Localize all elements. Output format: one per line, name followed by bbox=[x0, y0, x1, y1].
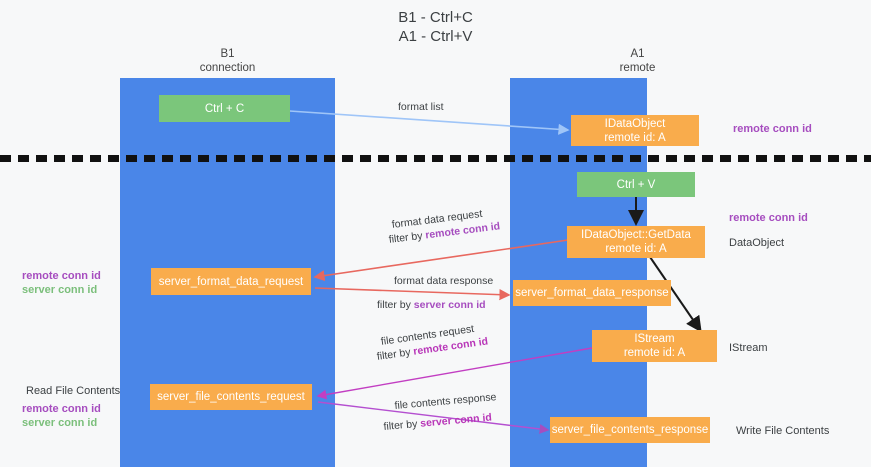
annot-istream-text: IStream bbox=[729, 342, 768, 354]
filter-prefix-2: filter by bbox=[377, 299, 414, 311]
node-server-format-data-response-label: server_format_data_response bbox=[515, 287, 669, 299]
node-idataobject[interactable]: IDataObject remote id: A bbox=[571, 115, 699, 146]
annot-istream: IStream bbox=[729, 341, 768, 355]
filter-key-server-conn-id: server conn id bbox=[413, 299, 486, 311]
annot-left-remote-conn-id-2: remote conn id bbox=[22, 403, 101, 415]
node-server-file-contents-request-label: server_file_contents_request bbox=[157, 391, 305, 403]
annot-write-file-contents: Write File Contents bbox=[736, 424, 829, 438]
annot-read-file-contents: Read File Contents bbox=[26, 384, 120, 398]
title-line-2: A1 - Ctrl+V bbox=[398, 28, 473, 45]
annot-remote-conn-id-mid: remote conn id bbox=[729, 211, 808, 225]
lane-header-a1-name: A1 bbox=[630, 48, 645, 60]
edge-label-format-data-response: format data response bbox=[394, 275, 494, 287]
filter-prefix-4: filter by bbox=[383, 417, 421, 433]
node-server-format-data-request[interactable]: server_format_data_request bbox=[151, 268, 311, 295]
annot-remote-conn-id-top: remote conn id bbox=[733, 122, 812, 136]
node-ctrl-c-label: Ctrl + C bbox=[204, 102, 245, 115]
annot-left-conn-ids: remote conn id server conn id bbox=[22, 269, 101, 297]
node-server-file-contents-request[interactable]: server_file_contents_request bbox=[150, 384, 312, 410]
lane-header-b1-name: B1 bbox=[220, 48, 235, 60]
node-istream[interactable]: IStream remote id: A bbox=[592, 330, 717, 362]
node-server-file-contents-response[interactable]: server_file_contents_response bbox=[550, 417, 710, 443]
annot-write-file-contents-text: Write File Contents bbox=[736, 425, 830, 437]
annot-left-server-conn-id-2: server conn id bbox=[22, 417, 98, 429]
lane-header-b1: B1 connection bbox=[150, 47, 305, 75]
annot-dataobject-text: DataObject bbox=[729, 237, 785, 249]
title-line-1: B1 - Ctrl+C bbox=[398, 9, 473, 26]
node-istream-title: IStream bbox=[634, 333, 675, 345]
node-ctrl-v-label: Ctrl + V bbox=[616, 178, 656, 191]
node-server-file-contents-response-label: server_file_contents_response bbox=[551, 424, 709, 436]
node-ctrl-v[interactable]: Ctrl + V bbox=[577, 172, 695, 197]
page-title: B1 - Ctrl+C A1 - Ctrl+V bbox=[0, 8, 871, 46]
node-getdata-subtitle: remote id: A bbox=[605, 243, 667, 255]
node-getdata-title: IDataObject::GetData bbox=[581, 229, 691, 241]
annot-left-server-conn-id: server conn id bbox=[22, 284, 98, 296]
lane-header-b1-sub: connection bbox=[199, 62, 256, 74]
annot-left-conn-ids-2: remote conn id server conn id bbox=[22, 402, 101, 430]
node-idataobject-subtitle: remote id: A bbox=[604, 131, 666, 144]
node-idataobject-getdata[interactable]: IDataObject::GetData remote id: A bbox=[567, 226, 705, 258]
lane-header-a1-sub: remote bbox=[619, 62, 656, 74]
node-server-format-data-request-label: server_format_data_request bbox=[158, 275, 304, 288]
node-ctrl-c[interactable]: Ctrl + C bbox=[159, 95, 290, 122]
annot-left-remote-conn-id: remote conn id bbox=[22, 270, 101, 282]
edge-label-format-data-response-filter: filter by server conn id bbox=[377, 298, 486, 312]
annot-remote-conn-id-top-text: remote conn id bbox=[733, 123, 812, 135]
annot-read-file-contents-text: Read File Contents bbox=[26, 385, 121, 397]
node-server-format-data-response[interactable]: server_format_data_response bbox=[513, 280, 671, 306]
annot-remote-conn-id-mid-text: remote conn id bbox=[729, 212, 808, 224]
node-istream-subtitle: remote id: A bbox=[623, 347, 686, 359]
node-idataobject-title: IDataObject bbox=[604, 117, 666, 130]
annot-dataobject: DataObject bbox=[729, 236, 784, 250]
lane-header-a1: A1 remote bbox=[560, 47, 715, 75]
edge-label-format-list: format list bbox=[398, 101, 444, 113]
